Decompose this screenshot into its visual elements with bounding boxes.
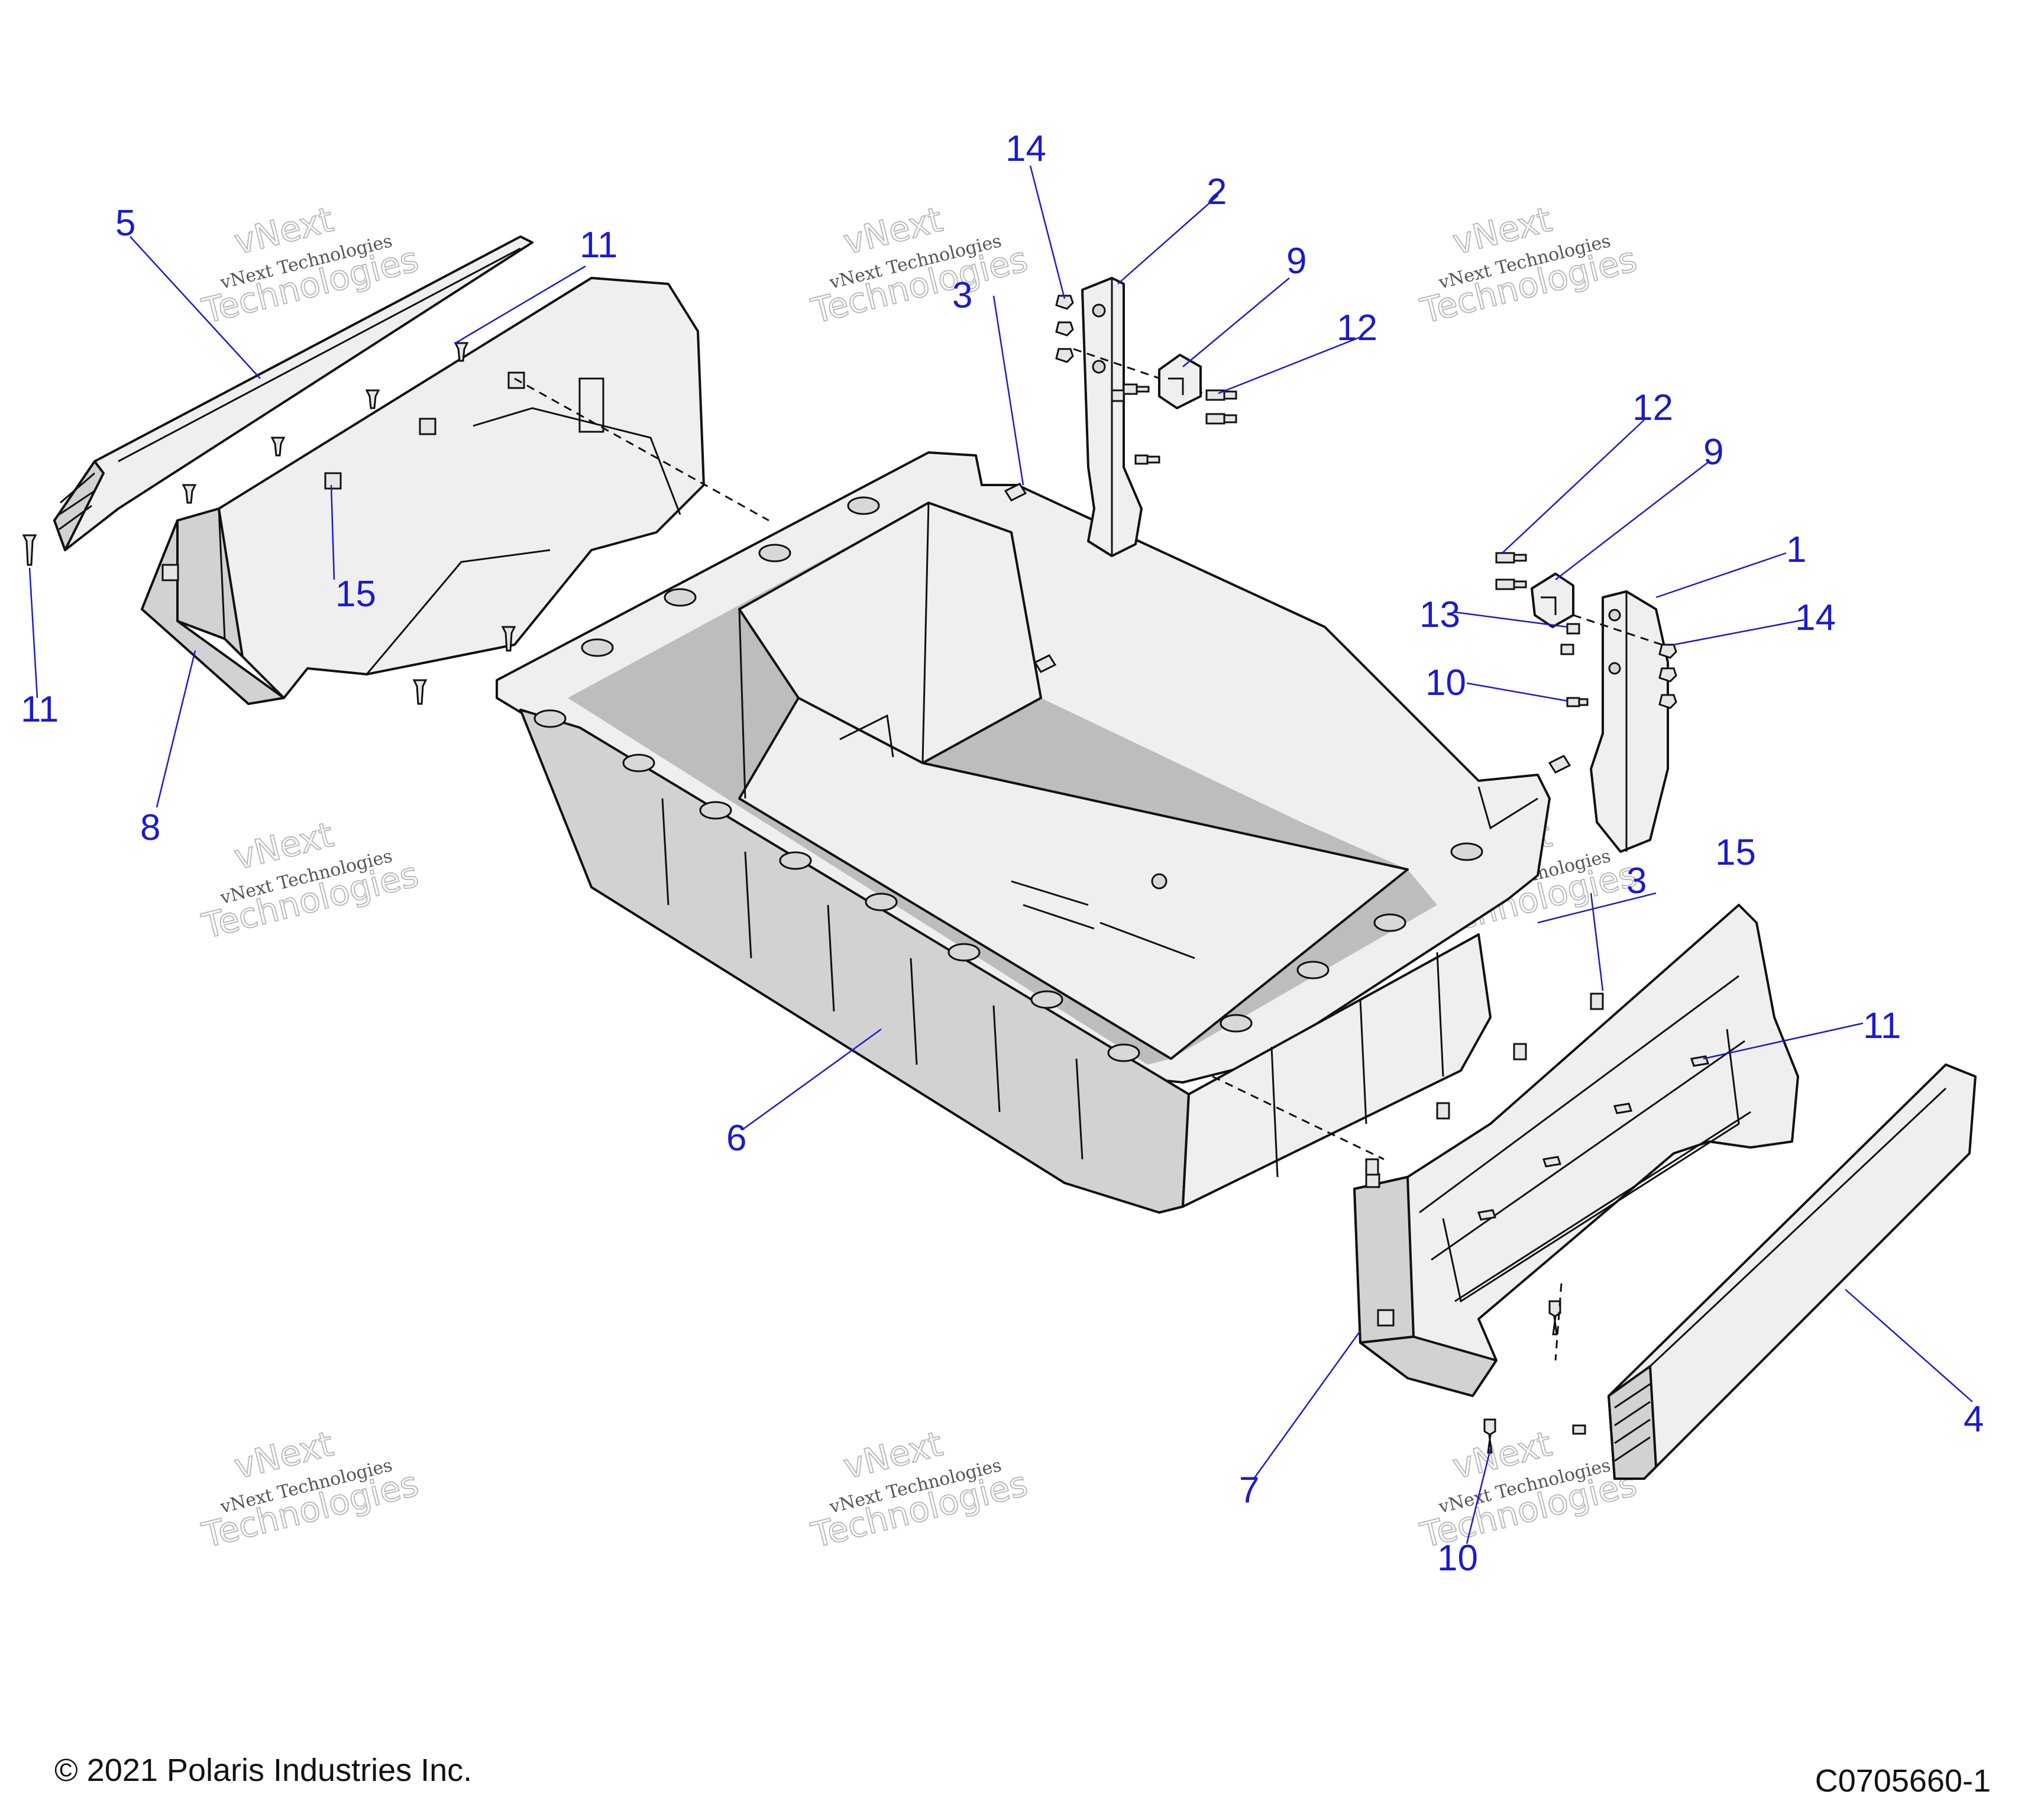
left-fasteners	[22, 342, 516, 705]
watermark: vNext vNext Technologies Technologies	[198, 814, 423, 948]
leader-lines	[28, 165, 1973, 1544]
callout-label: 11	[21, 689, 59, 730]
drawing-number: C0705660-1	[1815, 1763, 1991, 1799]
callout-label: 10	[1437, 1538, 1478, 1579]
part-left-latch-bracket	[1055, 277, 1213, 557]
part-right-side-panel	[1353, 904, 1799, 1397]
callout-label: 10	[1425, 662, 1466, 703]
part-cargo-box	[496, 451, 1571, 1214]
callout-label: 11	[580, 225, 617, 266]
callout-label: 6	[726, 1118, 746, 1159]
watermark: vNext vNext Technologies Technologies	[1416, 1423, 1641, 1557]
part-right-rail-trim	[1608, 1063, 1977, 1480]
callout-label: 14	[1005, 128, 1046, 169]
watermark: vNext vNext Technologies Technologies	[198, 1423, 423, 1557]
callout-label: 8	[140, 807, 160, 848]
part-left-rail-trim	[53, 235, 533, 551]
callout-label: 3	[1626, 861, 1647, 901]
watermark: vNext vNext Technologies Technologies	[1416, 199, 1641, 332]
part-right-latch-bracket	[1573, 590, 1677, 853]
callout-label: 3	[952, 275, 972, 316]
callouts: 14 2 3 9 12 5 11 12 9 1 13 14 10 3 15 11…	[21, 128, 1984, 1579]
callout-label: 12	[1337, 308, 1377, 348]
callout-label: 15	[1715, 832, 1756, 873]
alignment-line	[514, 377, 769, 522]
copyright-text: © 2021 Polaris Industries Inc.	[54, 1753, 473, 1788]
watermark: vNext vNext Technologies Technologies	[807, 1423, 1032, 1557]
callout-label: 9	[1703, 432, 1723, 473]
callout-label: 15	[335, 574, 376, 615]
callout-label: 13	[1419, 594, 1460, 635]
callout-label: 9	[1286, 241, 1306, 282]
part-latch-striker-right	[1495, 552, 1589, 707]
callout-label: 14	[1795, 597, 1836, 638]
callout-label: 11	[1863, 1006, 1901, 1046]
callout-label: 4	[1964, 1399, 1984, 1440]
part-left-side-panel	[141, 277, 705, 705]
part-latch-striker-top	[1111, 354, 1237, 465]
callout-label: 5	[115, 203, 135, 244]
callout-label: 12	[1632, 387, 1673, 428]
callout-label: 7	[1239, 1470, 1259, 1511]
right-fasteners	[1212, 992, 1709, 1454]
callout-label: 2	[1207, 172, 1227, 212]
callout-label: 1	[1786, 529, 1806, 570]
